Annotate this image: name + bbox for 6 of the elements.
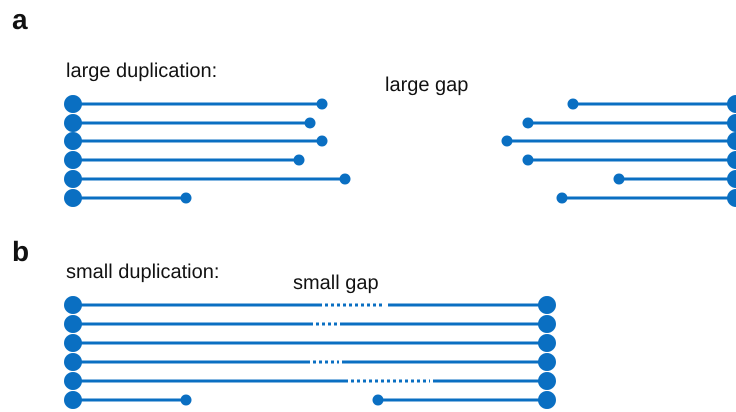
panel-letter: b: [12, 238, 30, 266]
panel-letter: a: [12, 6, 28, 34]
panel-heading: small duplication:: [66, 262, 220, 282]
gap-label: small gap: [293, 273, 379, 293]
panel-heading: large duplication:: [66, 61, 218, 81]
gap-label: large gap: [385, 75, 468, 95]
